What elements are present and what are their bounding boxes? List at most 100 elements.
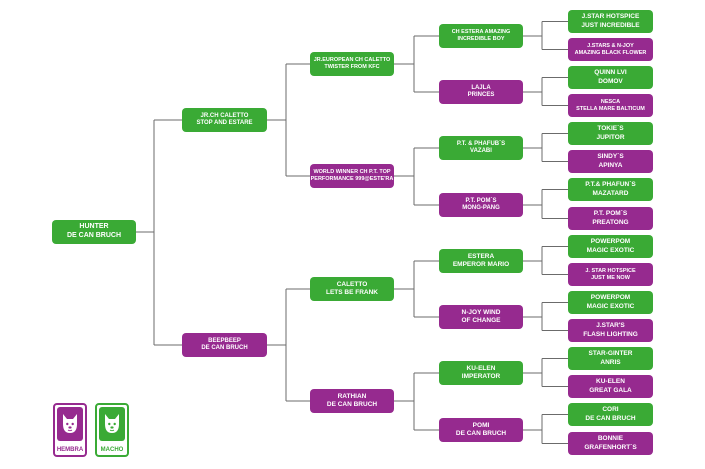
node-name-line: POWERPOM — [590, 238, 631, 246]
node-name-line: PERFORMANCE 999@ESTE'RA — [310, 176, 394, 182]
node-name-line: J.STAR HOTSPICE — [581, 13, 640, 21]
node-name-line: FLASH LIGHTING — [583, 330, 638, 338]
node-name-line: MAGIC EXOTIC — [586, 246, 635, 254]
node-name-line: LETS BE FRANK — [326, 289, 378, 296]
legend-male: MACHO — [95, 403, 129, 457]
node-name-line: JR.CH CALETTO — [200, 112, 249, 119]
node-name-line: JR.EUROPEAN CH CALETTO — [313, 57, 391, 64]
node-name-line: MAGIC EXOTIC — [586, 302, 635, 310]
node-name-line: N-JOY WIND — [461, 308, 501, 316]
node-name-line: APINYA — [598, 161, 623, 169]
node-name-line: CORI — [602, 406, 619, 414]
node-name-line: TOKIE´S — [597, 125, 624, 133]
node-name-line: JUST INCREDIBLE — [581, 21, 640, 29]
node-name-line: POWERPOM — [590, 294, 631, 302]
node-name-line: DOMOV — [598, 77, 623, 85]
node-name-line: NESCA — [600, 98, 621, 105]
node-name-line: J.STAR'S — [596, 322, 625, 330]
node-name-line: STOP AND ESTARE — [196, 120, 253, 126]
node-name-line: DE CAN BRUCH — [201, 345, 248, 351]
node-name-line: MAZATARD — [592, 189, 629, 197]
node-name-line: P.T. POM´S — [465, 197, 497, 204]
legend-male-label: MACHO — [100, 447, 124, 453]
dog-face-icon — [99, 407, 125, 441]
node-name-line: HUNTER — [79, 223, 109, 231]
node-name-line: GREAT GALA — [589, 386, 632, 394]
node-name-line: P.T.& PHAFUN´S — [585, 181, 636, 189]
node-name-line: INCREDIBLE BOY — [457, 36, 505, 42]
legend-female-label: HEMBRA — [56, 447, 84, 453]
node-name-line: DE CAN BRUCH — [66, 232, 122, 239]
node-name-line: RATHIAN — [337, 392, 367, 400]
node-name-line: BONNIE — [597, 435, 624, 443]
dog-face-icon — [57, 407, 83, 441]
node-name-line: JUPITOR — [596, 133, 625, 141]
node-name-line: STAR-GINTER — [588, 350, 633, 358]
node-name-line: MONG-PANG — [462, 205, 500, 211]
node-name-line: CH ESTERA AMAZING — [451, 29, 511, 36]
node-name-line: DE CAN BRUCH — [455, 430, 507, 437]
node-name-line: POMI — [472, 421, 490, 429]
node-name-line: VAZABI — [470, 148, 492, 154]
node-name-line: JUST ME NOW — [591, 274, 630, 281]
node-name-line: OF CHANGE — [461, 317, 501, 324]
node-name-line: EMPEROR MARIO — [452, 261, 510, 268]
node-name-line: J.STARS & N-JOY — [587, 42, 634, 49]
node-name-line: ESTERA — [467, 252, 495, 260]
node-name-line: IMPERATOR — [461, 373, 501, 380]
node-name-line: SINDY´S — [597, 153, 624, 161]
node-name-line: TWISTER FROM KFC — [324, 64, 380, 70]
node-name-line: P.T. POM´S — [593, 210, 628, 218]
node-name-line: J. STAR HOTSPICE — [585, 267, 636, 274]
node-name-line: BEEPBEEP — [208, 337, 241, 344]
node-name-line: STELLA MARE BALTICUM — [576, 105, 645, 112]
node-name-line: PRINCES — [467, 92, 495, 98]
node-name-line: KU-ELEN — [466, 364, 496, 372]
node-name-line: PREATONG — [592, 218, 629, 226]
node-name-line: P.T. & PHAFUB´S — [456, 140, 506, 147]
node-name-line: GRAFENHORT´S — [584, 443, 637, 451]
node-name-line: WORLD WINNER CH P.T. TOP — [313, 169, 391, 176]
legend-female: HEMBRA — [53, 403, 87, 457]
node-name-line: DE CAN BRUCH — [326, 401, 378, 408]
node-name-line: DE CAN BRUCH — [585, 414, 636, 422]
node-name-line: ANRIS — [600, 358, 621, 366]
node-name-line: KU-ELEN — [596, 378, 625, 386]
node-name-line: LAJLA — [471, 84, 491, 91]
node-name-line: QUINN LVI — [594, 69, 627, 77]
node-name-line: AMAZING BLACK FLOWER — [574, 49, 647, 56]
node-name-line: CALETTO — [336, 280, 368, 288]
